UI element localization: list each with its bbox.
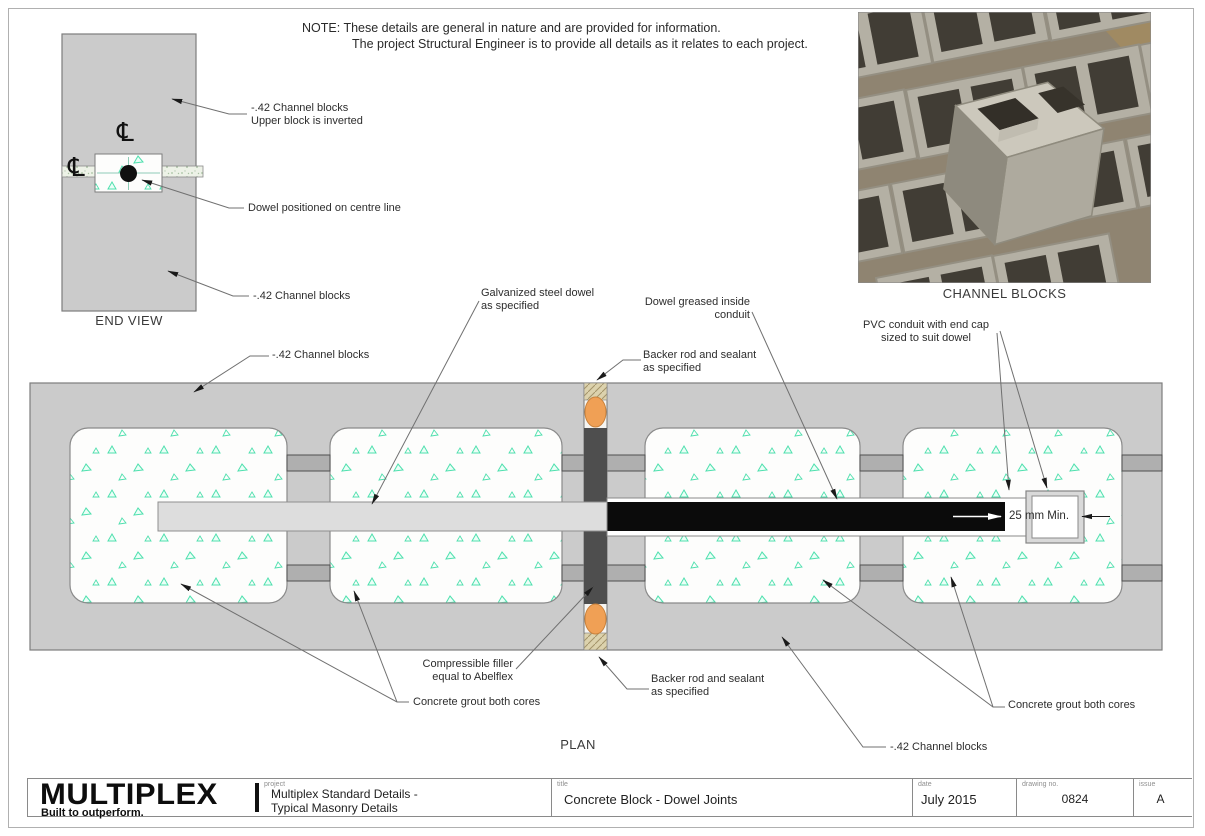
centreline-symbol-top: ℄ bbox=[117, 118, 134, 148]
label-text: equal to Abelflex bbox=[432, 671, 513, 683]
plan-caption: PLAN bbox=[560, 737, 596, 752]
label-text: Compressible filler bbox=[422, 658, 513, 670]
issue-value: A bbox=[1156, 792, 1165, 806]
centreline-symbol-left: ℄ bbox=[68, 153, 85, 183]
drawing-no-value: 0824 bbox=[1061, 792, 1089, 806]
backer-rod-top bbox=[584, 396, 607, 428]
photo-caption: CHANNEL BLOCKS bbox=[942, 286, 1067, 301]
label-galvanized-dowel: Galvanized steel dowel as specified bbox=[481, 287, 594, 313]
backer-rod-bottom bbox=[584, 603, 607, 635]
logo-divider-bar bbox=[255, 783, 259, 812]
project-field-label: project bbox=[264, 781, 286, 788]
project-value-line1: Multiplex Standard Details - bbox=[271, 787, 418, 801]
title-block: MULTIPLEX Built to outperform. project M… bbox=[27, 777, 1192, 819]
label-text: as specified bbox=[481, 300, 540, 312]
end-view-caption: END VIEW bbox=[95, 313, 163, 328]
label-dowel-greased: Dowel greased inside conduit bbox=[628, 296, 750, 322]
label-grout-left: Concrete grout both cores bbox=[413, 696, 541, 708]
sheet-border bbox=[8, 8, 1194, 828]
block-web-bars bbox=[286, 454, 1163, 582]
end-view-dowel bbox=[120, 165, 137, 182]
plan-drawing bbox=[29, 300, 1163, 748]
label-text: conduit bbox=[714, 309, 750, 321]
label-text: sized to suit dowel bbox=[881, 332, 971, 344]
dowel-galvanized bbox=[157, 501, 608, 532]
sealant-bottom bbox=[583, 632, 608, 651]
issue-field-label: issue bbox=[1139, 781, 1156, 788]
label-backer-rod-top: Backer rod and sealant as specified bbox=[643, 349, 756, 375]
label-text: -.42 Channel blocks bbox=[251, 102, 349, 114]
drawing-no-field-label: drawing no. bbox=[1022, 781, 1059, 788]
label-text: as specified bbox=[651, 686, 710, 698]
general-note-line2: The project Structural Engineer is to pr… bbox=[352, 37, 808, 51]
label-compressible-filler: Compressible filler equal to Abelflex bbox=[398, 658, 513, 684]
date-value: July 2015 bbox=[921, 792, 977, 807]
date-cell: date July 2015 bbox=[912, 779, 1016, 816]
logo-tagline: Built to outperform. bbox=[41, 807, 144, 819]
multiplex-logo: MULTIPLEX bbox=[40, 777, 218, 811]
end-view-drawing bbox=[61, 33, 249, 312]
project-cell: project Multiplex Standard Details - Typ… bbox=[259, 779, 551, 816]
standing-channel-block bbox=[943, 81, 1106, 247]
channel-blocks-photo bbox=[858, 12, 1151, 283]
label-text: Galvanized steel dowel bbox=[481, 287, 595, 299]
label-backer-rod-bottom: Backer rod and sealant as specified bbox=[651, 673, 764, 699]
plan-leader-lines bbox=[180, 300, 1048, 748]
dowel-greased bbox=[607, 502, 1005, 531]
label-grout-right: Concrete grout both cores bbox=[1008, 699, 1136, 711]
label-channel-blocks-top: -.42 Channel blocks bbox=[272, 349, 370, 361]
date-field-label: date bbox=[918, 781, 932, 788]
drawing-no-cell: drawing no. 0824 bbox=[1016, 779, 1133, 816]
label-dowel-centre-line: Dowel positioned on centre line bbox=[248, 202, 401, 214]
label-pvc-conduit: PVC conduit with end cap sized to suit d… bbox=[846, 319, 1006, 345]
title-cell: title Concrete Block - Dowel Joints bbox=[551, 779, 912, 816]
label-channel-blocks-bottom: -.42 Channel blocks bbox=[890, 741, 988, 753]
general-note-line1: NOTE: These details are general in natur… bbox=[302, 21, 721, 35]
title-field-label: title bbox=[557, 781, 568, 788]
label-text: as specified bbox=[643, 362, 702, 374]
label-text: Backer rod and sealant bbox=[651, 673, 765, 685]
label-upper-channel-blocks: -.42 Channel blocks Upper block is inver… bbox=[251, 102, 363, 128]
label-lower-channel-blocks: -.42 Channel blocks bbox=[253, 290, 351, 302]
title-value: Concrete Block - Dowel Joints bbox=[564, 792, 738, 807]
label-text: Backer rod and sealant bbox=[643, 349, 757, 361]
label-text: Upper block is inverted bbox=[251, 115, 363, 127]
logo-cell: MULTIPLEX Built to outperform. bbox=[28, 777, 259, 819]
project-value-line2: Typical Masonry Details bbox=[271, 801, 398, 815]
label-text: Dowel greased inside bbox=[644, 296, 750, 308]
label-text: PVC conduit with end cap bbox=[863, 319, 989, 331]
label-min-gap: 25 mm Min. bbox=[1008, 510, 1070, 522]
issue-cell: issue A bbox=[1133, 779, 1187, 816]
